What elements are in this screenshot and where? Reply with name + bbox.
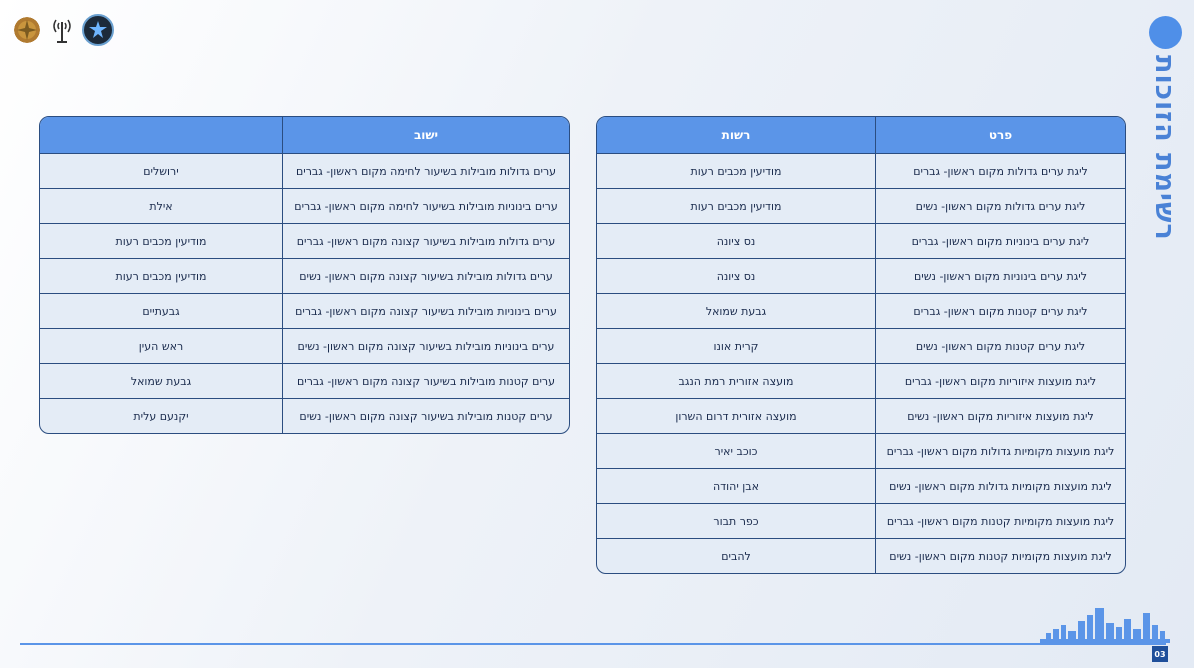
table-row: ליגת מועצות מקומיות קטנות מקום ראשון- גב… [597, 503, 1125, 538]
category-cell: ליגת ערים בינוניות מקום ראשון- נשים [876, 258, 1125, 293]
category-cell: ליגת מועצות מקומיות קטנות מקום ראשון- גב… [876, 503, 1125, 538]
category-cell: ליגת ערים גדולות מקום ראשון- גברים [913, 164, 1088, 178]
winner-cell: אילת [40, 188, 283, 223]
category-cell: ליגת מועצות איזוריות מקום ראשון- גברים [876, 363, 1125, 398]
page-title: רשימת הזוכות [1149, 55, 1180, 241]
page-number: 03 [1152, 646, 1168, 662]
winner-cell: נס ציונה [597, 258, 876, 293]
winner-cell: מודיעין מכבים רעות [597, 188, 876, 223]
winner-cell: נס ציונה [597, 223, 876, 258]
table-row: ליגת ערים גדולות מקום ראשון- גברים מודיעי… [597, 154, 1125, 188]
category-cell: ערים קטנות מובילות בשיעור קצונה מקום ראש… [283, 398, 569, 433]
category-cell: ערים גדולות מובילות בשיעור לחימה מקום רא… [295, 164, 557, 178]
column-header: פרט [876, 117, 1125, 154]
unit-emblem-icon [82, 14, 114, 46]
winner-cell: מודיעין מכבים רעות [40, 258, 283, 293]
winners-table-leagues: פרט רשות ליגת ערים גדולות מקום ראשון- גב… [596, 116, 1126, 574]
logo-bar [12, 14, 114, 46]
category-cell: ליגת מועצות איזוריות מקום ראשון- נשים [876, 398, 1125, 433]
winner-cell: כפר תבור [597, 503, 876, 538]
table-row: ערים קטנות מובילות בשיעור קצונה מקום ראש… [40, 363, 569, 398]
category-cell: ערים גדולות מובילות בשיעור קצונה מקום רא… [283, 223, 569, 258]
table-row: ליגת מועצות מקומיות גדולות מקום ראשון- נ… [597, 468, 1125, 503]
column-header: רשות [597, 117, 876, 154]
table-row: ערים בינוניות מובילות בשיעור קצונה מקום … [40, 328, 569, 363]
table-row: ערים בינוניות מובילות בשיעור לחימה מקום … [40, 188, 569, 223]
winner-cell: אבן יהודה [597, 468, 876, 503]
category-cell: ליגת ערים קטנות מקום ראשון- גברים [876, 293, 1125, 328]
category-cell: ליגת ערים בינוניות מקום ראשון- גברים [876, 223, 1125, 258]
winners-table-settlements: ישוב ערים גדולות מובילות בשיעור לחימה מק… [39, 116, 570, 434]
column-header: ישוב [283, 117, 569, 154]
footer-divider [20, 643, 1166, 645]
table-row: ליגת מועצות מקומיות גדולות מקום ראשון- ג… [597, 433, 1125, 468]
table-row: ערים גדולות מובילות בשיעור קצונה מקום רא… [40, 258, 569, 293]
winner-cell: כוכב יאיר [597, 433, 876, 468]
winner-cell: ירושלים [40, 154, 283, 188]
category-cell: ליגת מועצות מקומיות גדולות מקום ראשון- נ… [876, 468, 1125, 503]
idf-emblem-icon [12, 15, 42, 45]
signal-corps-icon [50, 15, 74, 45]
city-skyline-icon [1040, 608, 1170, 643]
table-row: ליגת מועצות מקומיות קטנות מקום ראשון- נש… [597, 538, 1125, 573]
winner-cell: גבעת שמואל [40, 363, 283, 398]
category-cell: ליגת ערים קטנות מקום ראשון- נשים [876, 328, 1125, 363]
table-row: ערים גדולות מובילות בשיעור קצונה מקום רא… [40, 223, 569, 258]
category-cell: ליגת מועצות מקומיות קטנות מקום ראשון- נש… [876, 538, 1125, 573]
category-cell: ערים קטנות מובילות בשיעור קצונה מקום ראש… [283, 363, 569, 398]
category-cell: ערים גדולות מובילות בשיעור קצונה מקום רא… [283, 258, 569, 293]
category-cell: ערים בינוניות מובילות בשיעור לחימה מקום … [283, 188, 569, 223]
category-cell: ערים בינוניות מובילות בשיעור קצונה מקום … [283, 293, 569, 328]
winner-cell: מועצה אזורית רמת הנגב [597, 363, 876, 398]
category-cell: ליגת ערים גדולות מקום ראשון- נשים [876, 188, 1125, 223]
winner-cell: להבים [597, 538, 876, 573]
winner-cell: ראש העין [40, 328, 283, 363]
table-row: ערים קטנות מובילות בשיעור קצונה מקום ראש… [40, 398, 569, 433]
title-bullet [1149, 16, 1182, 49]
column-header [40, 117, 283, 154]
category-cell: ליגת מועצות מקומיות גדולות מקום ראשון- ג… [876, 433, 1125, 468]
table-header-row: פרט רשות [597, 117, 1125, 154]
table-row: ערים גדולות מובילות בשיעור לחימה מקום רא… [40, 154, 569, 188]
winner-cell: מודיעין מכבים רעות [40, 223, 283, 258]
winner-cell: גבעתיים [40, 293, 283, 328]
table-header-row: ישוב [40, 117, 569, 154]
winner-cell: מודיעין מכבים רעות [597, 154, 876, 188]
winner-cell: מועצה אזורית דרום השרון [597, 398, 876, 433]
winner-cell: קרית אונו [597, 328, 876, 363]
winner-cell: יקנעם עלית [40, 398, 283, 433]
table-row: ערים בינוניות מובילות בשיעור קצונה מקום … [40, 293, 569, 328]
winner-cell: גבעת שמואל [597, 293, 876, 328]
category-cell: ערים בינוניות מובילות בשיעור קצונה מקום … [283, 328, 569, 363]
